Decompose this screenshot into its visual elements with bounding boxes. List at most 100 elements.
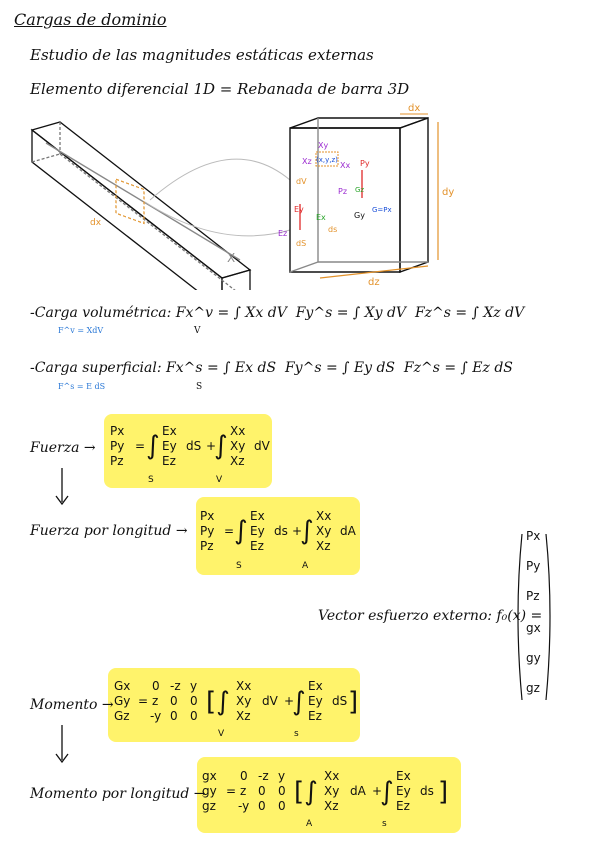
svg-text:Ex: Ex bbox=[250, 509, 265, 523]
svg-text:Ex: Ex bbox=[396, 769, 411, 783]
svg-text:z: z bbox=[152, 694, 158, 708]
svg-text:0: 0 bbox=[258, 799, 266, 813]
svg-text:Xx: Xx bbox=[324, 769, 339, 783]
svg-text:y: y bbox=[278, 769, 285, 783]
external-vector-label: Vector esfuerzo externo: f₀(x) = bbox=[318, 608, 543, 624]
svg-text:Ey: Ey bbox=[250, 524, 265, 538]
gy-label: Gy bbox=[354, 211, 365, 220]
svg-text:[∫: [∫ bbox=[294, 777, 318, 807]
gz-label: Gz bbox=[355, 186, 364, 194]
svg-text:Py: Py bbox=[110, 439, 124, 453]
svg-text:Xz: Xz bbox=[316, 539, 331, 553]
svg-text:Gz: Gz bbox=[114, 709, 130, 723]
svg-text:ds: ds bbox=[420, 784, 434, 798]
force-per-length-highlight bbox=[196, 497, 360, 575]
xz-label: Xz bbox=[302, 157, 312, 166]
surface-sub: S bbox=[196, 382, 203, 392]
volumetric-sub: V bbox=[194, 326, 201, 336]
svg-text:Ey: Ey bbox=[308, 694, 323, 708]
svg-text:Xy: Xy bbox=[230, 439, 245, 453]
svg-text:z: z bbox=[240, 784, 246, 798]
svg-text:y: y bbox=[190, 679, 197, 693]
svg-text:Xx: Xx bbox=[316, 509, 331, 523]
svg-text:Xz: Xz bbox=[236, 709, 251, 723]
svg-text:-z: -z bbox=[170, 679, 181, 693]
svg-text:∫: ∫ bbox=[234, 516, 248, 546]
svg-text:Ex: Ex bbox=[308, 679, 323, 693]
moment-highlight bbox=[108, 668, 360, 742]
bar-slice-diagram: dx X dx dy dz (x,y,z) Xy Xz Xx dV Py Pz … bbox=[30, 103, 454, 290]
svg-text:gy: gy bbox=[526, 651, 541, 665]
svg-text:∫: ∫ bbox=[214, 431, 228, 461]
svg-text:]: ] bbox=[348, 687, 358, 717]
volumetric-load: -Carga volumétrica: Fx^v = ∫ Xx dV Fy^s … bbox=[30, 305, 525, 321]
svg-text:V: V bbox=[218, 729, 225, 739]
ey-label: Ey bbox=[294, 205, 304, 214]
svg-text:gx: gx bbox=[526, 621, 541, 635]
svg-text:S: S bbox=[148, 475, 154, 485]
svg-text:0: 0 bbox=[278, 799, 286, 813]
svg-text:gz: gz bbox=[202, 799, 216, 813]
svg-text:-y: -y bbox=[150, 709, 161, 723]
svg-text:∫: ∫ bbox=[292, 687, 306, 717]
svg-text:0: 0 bbox=[170, 694, 178, 708]
left-dx-label: dx bbox=[90, 218, 102, 228]
connector-arc-2 bbox=[144, 201, 291, 237]
svg-text:=: = bbox=[224, 524, 234, 538]
surface-load: -Carga superficial: Fx^s = ∫ Ex dS Fy^s … bbox=[30, 360, 513, 376]
svg-text:Xx: Xx bbox=[230, 424, 245, 438]
svg-text:=: = bbox=[226, 784, 236, 798]
svg-text:Gy: Gy bbox=[114, 694, 130, 708]
svg-text:dS: dS bbox=[332, 694, 347, 708]
svg-text:Px: Px bbox=[526, 529, 540, 543]
svg-text:Pz: Pz bbox=[526, 589, 540, 603]
svg-text:Xy: Xy bbox=[316, 524, 331, 538]
svg-text:Ez: Ez bbox=[396, 799, 410, 813]
subtitle: Estudio de las magnitudes estáticas exte… bbox=[30, 46, 374, 64]
svg-text:0: 0 bbox=[258, 784, 266, 798]
svg-text:0: 0 bbox=[190, 694, 198, 708]
svg-text:dV: dV bbox=[254, 439, 271, 453]
py-label: Py bbox=[360, 159, 370, 168]
svg-text:s: s bbox=[294, 729, 299, 739]
svg-text:=: = bbox=[135, 439, 145, 453]
svg-text:Gx: Gx bbox=[114, 679, 130, 693]
svg-text:0: 0 bbox=[170, 709, 178, 723]
ex-label: Ex bbox=[316, 213, 326, 222]
svg-text:Ez: Ez bbox=[162, 454, 176, 468]
svg-text:0: 0 bbox=[190, 709, 198, 723]
svg-text:ds: ds bbox=[274, 524, 288, 538]
svg-text:Ex: Ex bbox=[162, 424, 177, 438]
svg-text:gy: gy bbox=[202, 784, 217, 798]
svg-text:=: = bbox=[138, 694, 148, 708]
page-title: Cargas de dominio bbox=[14, 10, 167, 29]
svg-text:s: s bbox=[382, 819, 387, 829]
svg-text:dA: dA bbox=[340, 524, 357, 538]
svg-text:+: + bbox=[372, 784, 382, 798]
force-label: Fuerza → bbox=[30, 440, 96, 456]
svg-text:[∫: [∫ bbox=[206, 687, 230, 717]
svg-text:Pz: Pz bbox=[200, 539, 214, 553]
svg-text:A: A bbox=[306, 819, 313, 829]
ez-label: Ez bbox=[278, 229, 287, 238]
svg-text:+: + bbox=[292, 524, 302, 538]
xy-label: Xy bbox=[318, 141, 328, 150]
dv-label: dV bbox=[296, 177, 307, 186]
svg-text:0: 0 bbox=[240, 769, 248, 783]
svg-text:Px: Px bbox=[200, 509, 214, 523]
svg-text:0: 0 bbox=[152, 679, 160, 693]
x-axis-label: X bbox=[227, 251, 235, 265]
svg-text:V: V bbox=[216, 475, 223, 485]
svg-text:Xz: Xz bbox=[230, 454, 245, 468]
svg-text:Py: Py bbox=[526, 559, 540, 573]
svg-text:]: ] bbox=[438, 777, 448, 807]
svg-text:∫: ∫ bbox=[380, 777, 394, 807]
ds2-label: ds bbox=[328, 225, 337, 234]
pz-label: Pz bbox=[338, 187, 347, 196]
svg-text:0: 0 bbox=[278, 784, 286, 798]
moment-label: Momento → bbox=[30, 697, 114, 713]
svg-text:dV: dV bbox=[262, 694, 279, 708]
volumetric-note: F^v = XdV bbox=[58, 326, 104, 335]
svg-text:-z: -z bbox=[258, 769, 269, 783]
svg-text:-y: -y bbox=[238, 799, 249, 813]
